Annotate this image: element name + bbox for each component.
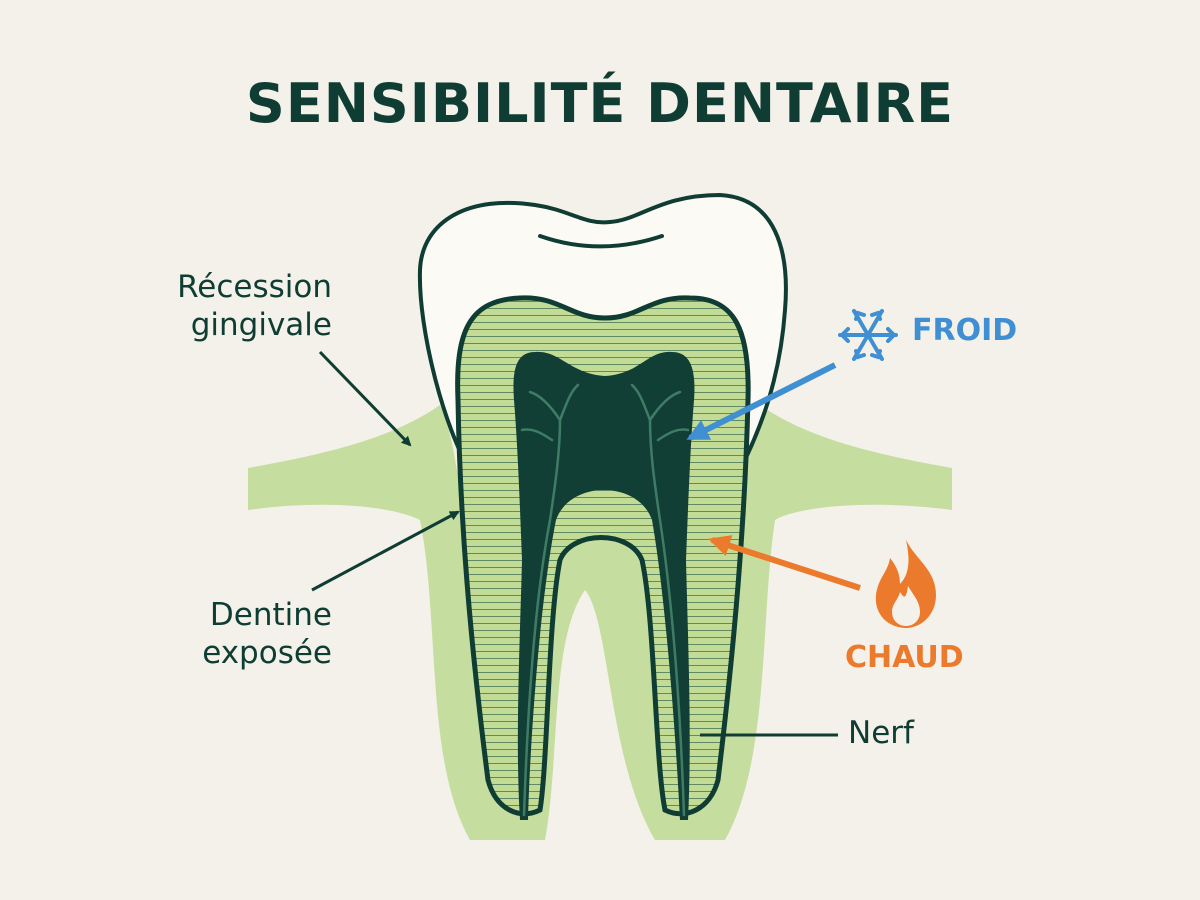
flame-icon	[875, 540, 936, 628]
exposed-dentin-line-1: Dentine	[209, 597, 332, 633]
gum-recession-label: Récession gingivale	[130, 268, 332, 344]
hot-label: CHAUD	[845, 640, 964, 675]
pulp	[513, 351, 695, 820]
enamel-groove	[538, 234, 664, 249]
diagram-title: SENSIBILITÉ DENTAIRE	[245, 72, 955, 135]
cold-label: FROID	[912, 313, 1018, 348]
nerve-fibers	[520, 383, 690, 817]
exposed-dentin-label: Dentine exposée	[160, 596, 332, 672]
gum-recession-line-1: Récession	[177, 269, 332, 305]
exposed-dentin-pointer	[311, 510, 460, 592]
snowflake-icon	[838, 309, 898, 361]
exposed-dentin-line-2: exposée	[202, 635, 332, 671]
hot-arrow	[708, 535, 861, 591]
gum-recession-line-2: gingivale	[190, 307, 332, 343]
cold-arrow	[686, 362, 837, 441]
gum-recession-pointer	[318, 350, 412, 447]
gum	[248, 405, 952, 840]
nerve-label: Nerf	[848, 715, 914, 751]
